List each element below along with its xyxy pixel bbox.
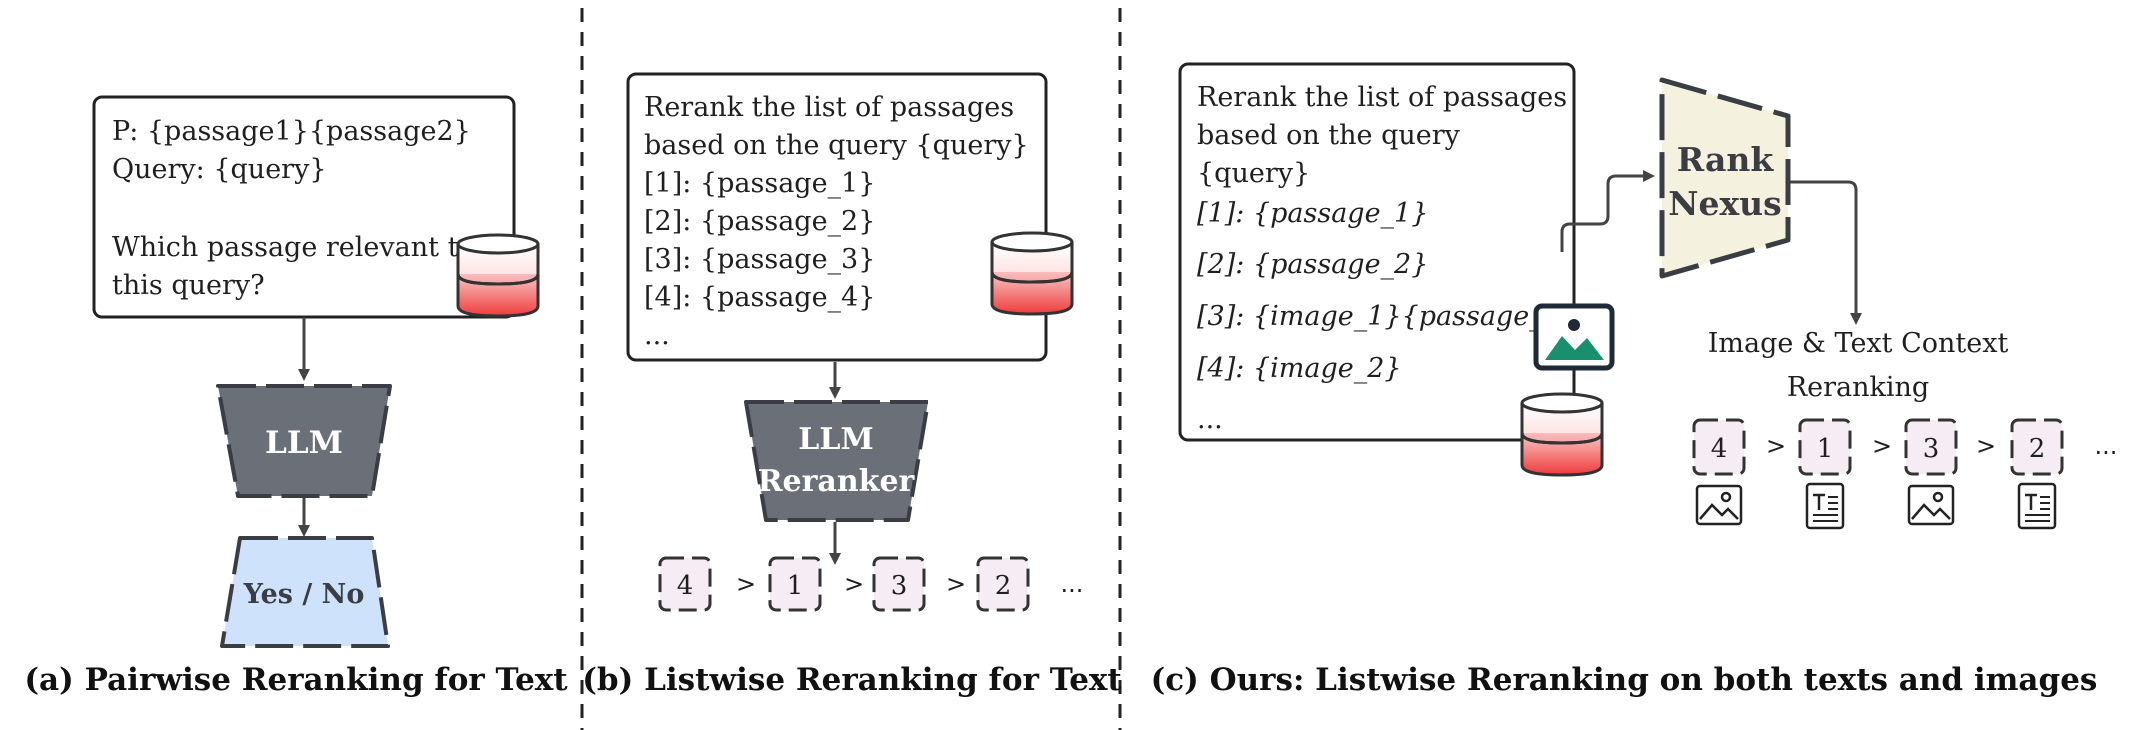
- rank-number: 1: [1817, 434, 1834, 464]
- prompt-line: {query}: [1197, 158, 1310, 189]
- prompt-line: [2]: {passage_2}: [644, 206, 875, 237]
- prompt-item: [1]: {passage_1}: [1197, 198, 1428, 229]
- yes-no-block: [220, 536, 390, 648]
- rank-number: 4: [677, 571, 694, 601]
- ranking-b: 4 > 1 > 3 > 2 ...: [658, 556, 1084, 612]
- rank-ellipsis: ...: [1061, 570, 1084, 598]
- rank-separator: >: [1872, 432, 1892, 460]
- caption-b: (b) Listwise Reranking for Text: [582, 662, 1122, 698]
- rank-box: [976, 556, 1030, 612]
- image-icon: [1533, 303, 1615, 371]
- rank-box: [1798, 418, 1852, 476]
- caption-a: (a) Pairwise Reranking for Text: [24, 662, 568, 698]
- listwise-prompt-box: [626, 72, 1048, 362]
- database-icon: [456, 233, 540, 318]
- prompt-item: [4]: {image_2}: [1197, 353, 1402, 384]
- connector-arrow: [1560, 170, 1655, 252]
- prompt-line: ...: [644, 320, 670, 351]
- rank-box: [658, 556, 712, 612]
- image-icon: [1907, 484, 1955, 526]
- rank-box: [768, 556, 822, 612]
- prompt-line: Rerank the list of passages: [644, 92, 1014, 123]
- llm-reranker-label-line1: LLM: [798, 422, 873, 457]
- rank-separator: >: [736, 570, 756, 598]
- rank-box: [1692, 418, 1746, 476]
- prompt-line: [1]: {passage_1}: [644, 168, 875, 199]
- rank-separator: >: [946, 570, 966, 598]
- rank-box: [872, 556, 926, 612]
- panel-a: P: {passage1}{passage2} Query: {query} W…: [24, 95, 568, 698]
- prompt-line: Query: {query}: [112, 154, 327, 185]
- yes-no-label: Yes / No: [243, 579, 365, 610]
- prompt-item: ...: [1197, 404, 1223, 435]
- caption-c: (c) Ours: Listwise Reranking on both tex…: [1151, 662, 2098, 698]
- prompt-line: Rerank the list of passages: [1197, 82, 1567, 113]
- database-icon: [990, 231, 1074, 316]
- connector-arrow: [1790, 180, 1862, 325]
- rank-number: 3: [891, 571, 908, 601]
- ranking-c: 4 > 1 > 3 > 2 ...: [1692, 418, 2118, 530]
- prompt-line: P: {passage1}{passage2}: [112, 116, 471, 147]
- context-label-line2: Reranking: [1787, 372, 1929, 403]
- rank-separator: >: [1976, 432, 1996, 460]
- prompt-line: based on the query: [1197, 120, 1461, 151]
- rank-nexus-label-line1: Rank: [1677, 140, 1775, 179]
- prompt-line: Which passage relevant to: [112, 232, 475, 263]
- llm-label: LLM: [265, 425, 343, 461]
- prompt-line: [3]: {passage_3}: [644, 244, 875, 275]
- llm-block: [216, 384, 392, 498]
- rank-box: [1904, 418, 1958, 476]
- prompt-item: [2]: {passage_2}: [1197, 249, 1428, 280]
- rank-number: 1: [787, 571, 804, 601]
- multimodal-prompt-box: [1178, 62, 1576, 442]
- text-document-icon: [1805, 482, 1845, 530]
- llm-reranker-block: [744, 400, 930, 522]
- prompt-line: [4]: {passage_4}: [644, 282, 875, 313]
- rank-nexus-label-line2: Nexus: [1668, 184, 1781, 223]
- rank-separator: >: [844, 570, 864, 598]
- text-document-icon: [2017, 482, 2057, 530]
- rank-ellipsis: ...: [2095, 432, 2118, 460]
- rank-box: [2010, 418, 2064, 476]
- prompt-line: based on the query {query}: [644, 130, 1029, 161]
- llm-reranker-label-line2: Reranker: [758, 464, 916, 499]
- rank-number: 2: [2029, 434, 2046, 464]
- rank-number: 3: [1923, 434, 1940, 464]
- image-icon: [1695, 484, 1743, 526]
- prompt-item: [3]: {image_1}{passage_3: [1197, 301, 1560, 332]
- rank-nexus-block: [1659, 77, 1791, 279]
- rank-separator: >: [1766, 432, 1786, 460]
- rank-number: 4: [1711, 434, 1728, 464]
- panel-b: Rerank the list of passages based on the…: [582, 72, 1122, 698]
- context-label-line1: Image & Text Context: [1708, 328, 2009, 359]
- database-icon: [1520, 392, 1604, 477]
- rank-number: 2: [995, 571, 1012, 601]
- panel-c: Rerank the list of passages based on the…: [1151, 62, 2118, 698]
- prompt-line: this query?: [112, 270, 265, 301]
